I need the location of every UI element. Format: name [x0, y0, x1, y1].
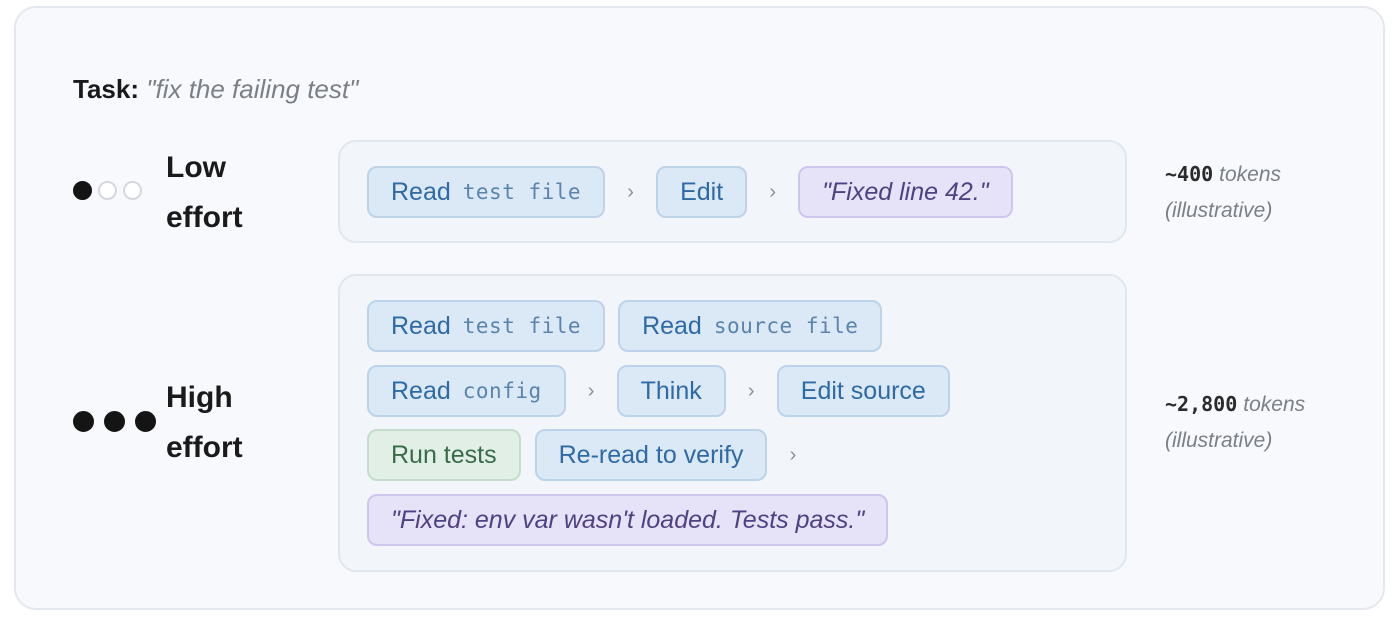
low-effort-steps: Read test file › Edit › "Fixed line 42." [367, 166, 1013, 218]
effort-dot-filled [104, 411, 125, 432]
high-effort-row-2: Read config › Think › Edit source [367, 365, 950, 417]
step-reread-verify: Re-read to verify [534, 429, 768, 481]
step-verb: Read [642, 311, 702, 340]
high-effort-row-4: "Fixed: env var wasn't loaded. Tests pas… [367, 494, 889, 546]
low-effort-label-line1: Low [166, 151, 226, 184]
effort-dot-filled [73, 181, 92, 200]
step-verb: Read [391, 311, 451, 340]
step-result: "Fixed: env var wasn't loaded. Tests pas… [367, 494, 889, 546]
effort-dot-filled [135, 411, 156, 432]
high-effort-label-line2: effort [166, 431, 243, 464]
token-count: ~2,800 [1165, 392, 1238, 416]
step-separator: › [769, 180, 776, 203]
task-text: "fix the failing test" [146, 74, 359, 104]
step-separator: › [789, 443, 797, 466]
step-verb: Read [391, 177, 451, 206]
token-unit: tokens [1219, 163, 1282, 186]
step-think: Think [616, 365, 726, 417]
high-effort-row-1: Read test file Read source file [367, 300, 883, 352]
high-effort-label: High effort [166, 373, 243, 473]
step-verb: Read [391, 376, 451, 405]
step-read-config: Read config [367, 365, 566, 417]
step-verb: Re-read to verify [558, 440, 744, 469]
low-effort-dots [73, 181, 142, 200]
step-arg: source file [713, 314, 859, 338]
step-separator: › [587, 379, 595, 402]
step-result: "Fixed line 42." [798, 166, 1013, 218]
low-effort-label: Low effort [166, 143, 243, 243]
task-label: Task: [73, 74, 139, 104]
effort-dot-empty [98, 181, 117, 200]
low-effort-label-line2: effort [166, 201, 243, 234]
step-edit: Edit [656, 166, 748, 218]
task-heading: Task: "fix the failing test" [73, 72, 358, 106]
step-arg: test file [462, 180, 582, 204]
token-note: (illustrative) [1165, 429, 1273, 452]
token-unit: tokens [1243, 393, 1306, 416]
step-read-test-file: Read test file [367, 166, 606, 218]
token-count: ~400 [1165, 162, 1214, 186]
effort-dot-filled [73, 411, 94, 432]
step-verb: Think [640, 376, 702, 405]
step-read-test-file: Read test file [367, 300, 606, 352]
token-note: (illustrative) [1165, 199, 1273, 222]
step-separator: › [747, 379, 755, 402]
step-verb: Edit [680, 177, 724, 206]
step-read-source-file: Read source file [618, 300, 883, 352]
step-edit-source: Edit source [776, 365, 950, 417]
step-arg: config [462, 379, 542, 403]
effort-dot-empty [123, 181, 142, 200]
step-verb: Edit source [800, 376, 926, 405]
step-arg: test file [462, 314, 582, 338]
step-run-tests: Run tests [367, 429, 521, 481]
step-separator: › [627, 180, 634, 203]
high-effort-label-line1: High [166, 381, 233, 414]
high-effort-dots [73, 411, 156, 432]
high-effort-row-3: Run tests Re-read to verify › [367, 429, 818, 481]
